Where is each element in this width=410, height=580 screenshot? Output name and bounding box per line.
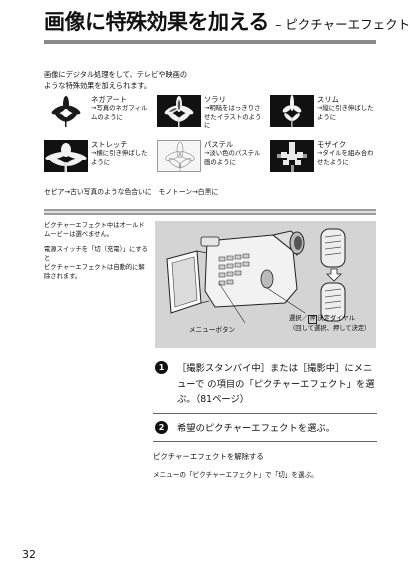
- cancel-heading: ピクチャーエフェクトを解除する: [153, 452, 264, 461]
- intro-line-1: 画像にデジタル処理をして、テレビや映画の: [44, 70, 188, 79]
- page-title: 画像に特殊効果を加える – ピクチャーエフェクト: [44, 9, 410, 38]
- title-subtitle: – ピクチャーエフェクト: [275, 17, 410, 32]
- section-divider: [44, 209, 376, 215]
- effect-description: →淡い色のパステル画のように: [204, 149, 261, 166]
- effect-slim: スリム →縦に引き伸ばしたように: [270, 95, 380, 135]
- sepia-monotone-line: セピア→古い写真のような色合いに モノトーン→白黒に: [44, 188, 219, 196]
- step-number: 1: [155, 361, 168, 374]
- effect-mosaic: モザイク →タイルを組み合わせたように: [270, 140, 380, 180]
- stretch-lily-image: [44, 140, 88, 172]
- effect-name: ネガアート: [91, 95, 128, 104]
- effect-name: ソラリ: [204, 95, 226, 104]
- effect-pastel: パステル →淡い色のパステル画のように: [157, 140, 267, 180]
- effect-name: スリム: [317, 95, 339, 104]
- intro-text: 画像にデジタル処理をして、テレビや映画の ような特殊効果を加えられます。: [44, 69, 244, 91]
- step-text: 希望のピクチャーエフェクトを選ぶ。: [177, 423, 335, 434]
- solarize-lily-image: [157, 95, 201, 127]
- push-icon: 押: [307, 315, 318, 324]
- dial-label-part3: （回して選択、押して決定）: [289, 325, 371, 332]
- effect-name: ストレッチ: [91, 140, 128, 149]
- effect-negative-art: ネガアート →写真のネガフィルムのように: [44, 95, 154, 135]
- negative-art-lily-image: [44, 95, 88, 127]
- step-divider: [153, 441, 377, 442]
- note-paragraph-1: ピクチャーエフェクト中はオールドムービーは選べません。: [44, 222, 145, 238]
- camcorder-illustration: メニューボタン 選択／押決定ダイヤル （回して選択、押して決定）: [155, 221, 376, 348]
- note-paragraph-2: 電源スイッチを「切（充電）」にすると: [44, 246, 148, 262]
- page-number: 32: [22, 548, 36, 561]
- effect-description: →タイルを組み合わせたように: [317, 149, 374, 166]
- effect-stretch: ストレッチ →横に引き伸ばしたように: [44, 140, 154, 180]
- title-rule: [44, 40, 376, 44]
- dial-label-part2: 決定ダイヤル: [317, 315, 355, 322]
- intro-line-2: ような特殊効果を加えられます。: [44, 81, 152, 90]
- mosaic-lily-image: [270, 140, 314, 172]
- effect-name: パステル: [204, 140, 234, 149]
- note-paragraph-3: ピクチャーエフェクトは自動的に解除されます。: [44, 264, 145, 280]
- note-column: ピクチャーエフェクト中はオールドムービーは選べません。 電源スイッチを「切（充電…: [44, 221, 150, 287]
- step-divider: [153, 413, 377, 414]
- camcorder-drawing: [166, 228, 346, 324]
- menu-button-label: メニューボタン: [189, 326, 236, 334]
- effect-description: →横に引き伸ばしたように: [91, 149, 148, 166]
- select-dial-label: 選択／押決定ダイヤル （回して選択、押して決定）: [289, 314, 370, 334]
- pastel-lily-image: [157, 140, 201, 172]
- effect-description: →写真のネガフィルムのように: [91, 104, 148, 121]
- effect-name: モザイク: [317, 140, 347, 149]
- dial-label-part1: 選択／: [289, 315, 308, 322]
- effect-solarize: ソラリ →明暗をはっきりさせたイラストのように: [157, 95, 267, 135]
- cancel-text: メニューの「ピクチャーエフェクト」で「切」を選ぶ。: [153, 471, 318, 479]
- step-text: ［撮影スタンバイ中］または［撮影中］にメニューで の項目の「ピクチャーエフェクト…: [177, 363, 375, 405]
- step-number: 2: [155, 421, 168, 434]
- page-header: 画像に特殊効果を加える – ピクチャーエフェクト: [44, 9, 410, 38]
- effect-description: →明暗をはっきりさせたイラストのように: [204, 104, 262, 130]
- slim-lily-image: [270, 95, 314, 127]
- title-main: 画像に特殊効果を加える: [44, 10, 269, 34]
- effect-description: →縦に引き伸ばしたように: [317, 104, 374, 121]
